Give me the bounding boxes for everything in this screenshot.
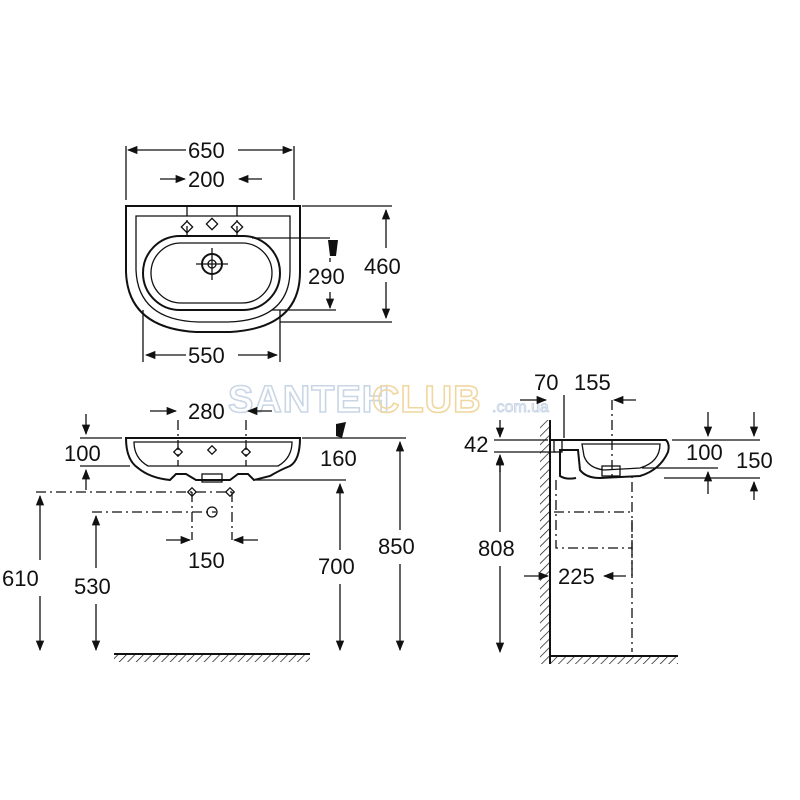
top-basin-outline xyxy=(125,205,301,333)
dim-side-rim-height: 100 xyxy=(686,440,723,465)
dim-top-tap-spacing: 200 xyxy=(188,167,225,192)
dim-front-total-height: 850 xyxy=(378,534,415,559)
front-basin-outline xyxy=(124,437,302,482)
front-floor xyxy=(114,654,310,662)
dim-front-rim-to-bowl: 160 xyxy=(320,446,357,471)
dim-side-wall-offset: 70 xyxy=(534,370,558,395)
dim-front-drain-height: 530 xyxy=(74,574,111,599)
side-basin-outline xyxy=(550,439,670,480)
side-view: 70 155 42 100 150 808 225 xyxy=(464,370,773,664)
watermark-part1: SANTEH xyxy=(228,379,390,421)
dim-top-bowl-width: 550 xyxy=(188,343,225,368)
dim-side-floor-to-waste: 808 xyxy=(478,536,515,561)
dim-side-bowl-depth: 150 xyxy=(736,448,773,473)
dim-top-bowl-depth: 290 xyxy=(308,264,345,289)
overflow-icon xyxy=(328,240,338,256)
watermark-part2: CLUB xyxy=(372,379,482,421)
dim-top-depth: 460 xyxy=(364,254,401,279)
top-view: 650 200 460 290 550 xyxy=(125,138,401,368)
dim-front-rim-height: 100 xyxy=(64,441,101,466)
dim-side-pedestal-depth: 225 xyxy=(558,564,595,589)
dim-side-pedestal-offset: 155 xyxy=(574,370,611,395)
dim-front-drain-spacing: 150 xyxy=(188,548,225,573)
dim-front-supply-height: 610 xyxy=(2,566,39,591)
side-floor xyxy=(550,656,678,664)
watermark-suffix: .com.ua xyxy=(492,399,549,416)
dim-front-underside-height: 700 xyxy=(318,554,355,579)
dim-front-tap-spacing: 280 xyxy=(188,399,225,424)
tap-holes xyxy=(180,206,244,240)
wall xyxy=(540,420,550,664)
dim-top-width: 650 xyxy=(188,138,225,163)
top-bowl xyxy=(142,235,281,311)
dim-side-overflow-height: 42 xyxy=(464,432,488,457)
watermark: SANTEH CLUB .com.ua xyxy=(227,378,549,422)
front-view: 280 100 160 150 610 530 700 xyxy=(2,399,415,662)
